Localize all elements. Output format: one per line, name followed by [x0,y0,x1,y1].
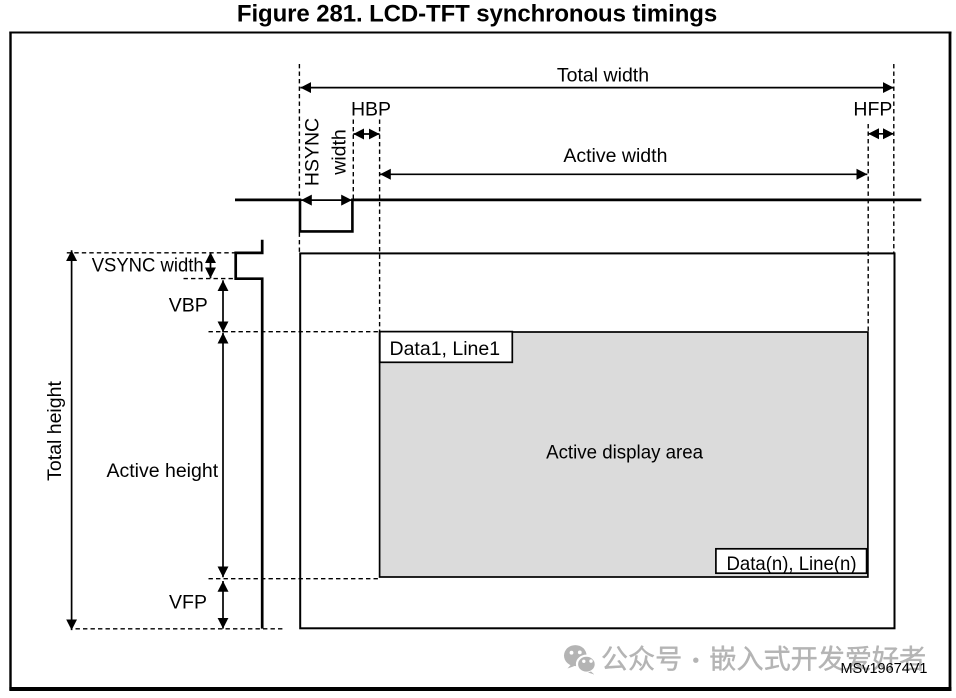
svg-text:Active width: Active width [563,145,667,167]
svg-text:MSv19674V1: MSv19674V1 [840,661,927,677]
svg-text:Active display area: Active display area [546,442,703,464]
svg-text:VSYNC width: VSYNC width [92,255,204,277]
svg-text:HBP: HBP [351,99,391,121]
svg-text:Total height: Total height [44,381,66,481]
svg-text:HFP: HFP [853,99,892,121]
svg-text:width: width [329,129,351,176]
svg-text:Active height: Active height [106,460,218,482]
svg-text:Figure 281. LCD-TFT synchronou: Figure 281. LCD-TFT synchronous timings [237,0,717,27]
svg-text:VFP: VFP [169,592,207,614]
svg-text:Total width: Total width [557,64,649,86]
svg-text:Data(n), Line(n): Data(n), Line(n) [727,553,857,575]
svg-text:Data1, Line1: Data1, Line1 [390,338,501,360]
svg-text:VBP: VBP [169,295,208,317]
svg-text:HSYNC: HSYNC [302,118,324,186]
